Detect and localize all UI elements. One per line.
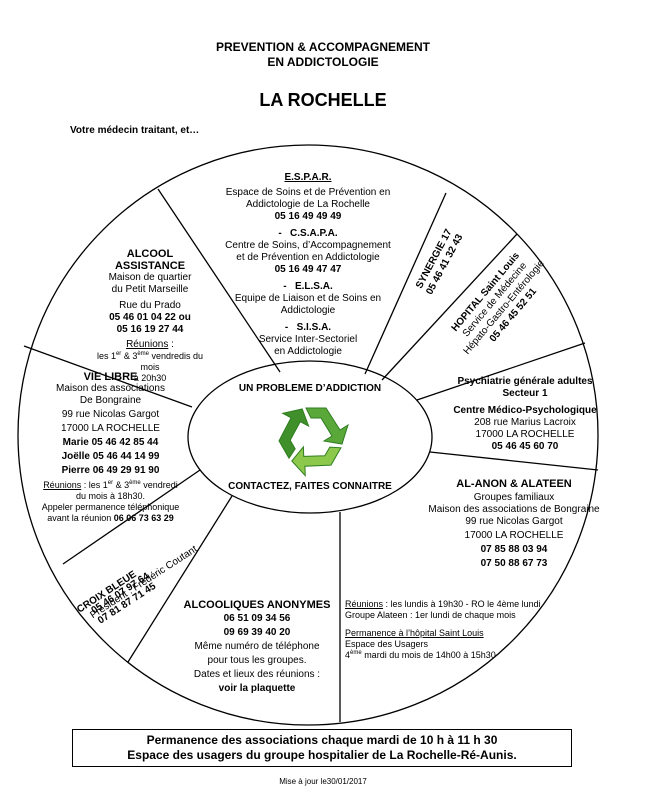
alcool-name2: ASSISTANCE [114,260,186,272]
center-top-text: UN PROBLEME D’ADDICTION [238,383,382,394]
spoke-espar-left [157,188,281,373]
alcool-phone1: 05 46 01 04 22 ou [109,312,191,323]
psy-section: Psychiatrie générale adultes Secteur 1 C… [440,376,610,453]
vielibre-line3: 99 rue Nicolas Gargot [61,409,160,420]
alanon-perm-line3: 4ème mardi du mois de 14h00 à 15h30 [345,650,496,660]
vielibre-pierre: Pierre 06 49 29 91 90 [61,465,160,476]
aa-section: ALCOOLIQUES ANONYMES 06 51 09 34 56 09 6… [172,599,342,695]
psy-addr1: 208 rue Marius Lacroix [474,417,576,428]
alcool-line2: du Petit Marseille [111,284,189,295]
aa-line1: Même numéro de téléphone [194,641,320,652]
elsa-line2: Addictologie [280,305,336,316]
csapa-phone: 05 16 49 47 47 [274,264,342,275]
alanon-reunions-line2: Groupe Alateen : 1er lundi de chaque moi… [345,610,516,620]
spoke-synergie-hopital [381,233,518,381]
espar-desc1: Espace de Soins et de Prévention en [225,187,391,198]
alanon-phone1: 07 85 88 03 94 [480,544,548,555]
spoke-psy-alanon [429,451,599,471]
espar-phone: 05 16 49 49 49 [274,211,342,222]
spoke-croix-vielibre [62,469,201,565]
elsa-name: - E.L.S.A. [283,281,333,292]
footer-box: Permanence des associations chaque mardi… [72,729,572,767]
sisa-line2: en Addictologie [274,346,342,357]
espar-name: E.S.P.A.R. [284,172,332,183]
alcool-section: ALCOOL ASSISTANCE Maison de quartier du … [78,248,222,384]
alanon-line4: 17000 LA ROCHELLE [464,530,564,541]
alcool-reunions-line1: les 1er & 3ème vendredis du [96,351,204,361]
vielibre-section: VIE LIBRE Maison des associations De Bon… [28,371,193,524]
vielibre-reunions-line2: du mois à 18h30. [75,491,146,501]
alcool-reunions-label: Réunions : [126,339,174,350]
alanon-line1: Groupes familiaux [473,492,555,503]
city-title: LA ROCHELLE [259,90,387,110]
aa-line2: pour tous les groupes. [207,655,307,666]
center-bottom-text: CONTACTEZ, FAITES CONNAITRE [228,481,392,492]
csapa-line1: Centre de Soins, d’Accompagnement [225,240,391,251]
vielibre-marie: Marie 05 46 42 85 44 [62,437,159,448]
title-line2: EN ADDICTOLOGIE [267,55,379,69]
alcool-line3: Rue du Prado [119,300,181,311]
outer-circle [17,144,599,726]
recycle-icon [278,407,349,478]
footer-line1: Permanence des associations chaque mardi… [146,733,498,747]
psy-line3: Centre Médico-Psychologique [453,405,597,416]
espar-desc2: Addictologie de La Rochelle [246,199,370,210]
alcool-reunions-line2: mois [140,362,160,372]
update-date: Mise à jour le30/01/2017 [279,777,367,786]
vielibre-perm-line1: Appeler permanence téléphonique [41,502,180,512]
elsa-line1: Equipe de Liaison et de Soins en [234,293,382,304]
alanon-reunions-line1: Réunions : les lundis à 19h30 - RO le 4è… [345,599,541,609]
vielibre-line4: 17000 LA ROCHELLE [61,423,160,434]
alanon-perm-line2: Espace des Usagers [345,639,429,649]
sisa-line1: Service Inter-Sectoriel [258,334,358,345]
spoke-vielibre-alcool [23,345,193,408]
aa-name: ALCOOLIQUES ANONYMES [183,599,331,611]
title-line1: PREVENTION & ACCOMPAGNEMENT [215,40,430,54]
spoke-hopital-psy [416,342,586,401]
inner-ellipse [187,360,433,514]
spoke-aa-croix [127,495,233,663]
psy-phone: 05 46 45 60 70 [491,441,559,452]
psy-line1: Psychiatrie générale adultes [457,376,593,387]
vielibre-line1: Maison des associations [56,383,165,394]
alcool-reunions-line3: à 20h30 [133,373,167,383]
alcool-phone2: 05 16 19 27 44 [116,324,184,335]
alcool-name1: ALCOOL [126,248,174,260]
sisa-name: - S.I.S.A. [284,322,332,333]
vielibre-perm-line2: avant la réunion 06 06 73 63 29 [47,513,174,523]
alcool-line1: Maison de quartier [108,272,192,283]
alanon-line2: Maison des associations de Bongraine [428,504,600,515]
aa-phone2: 09 69 39 40 20 [223,627,291,638]
aa-phone1: 06 51 09 34 56 [223,613,291,624]
aa-line4: voir la plaquette [218,683,296,694]
alanon-name: AL-ANON & ALATEEN [456,478,572,490]
alanon-perm-label: Permanence à l’hôpital Saint Louis [345,628,484,638]
csapa-line2: et de Prévention en Addictologie [236,252,380,263]
spoke-espar-right [364,192,447,375]
psy-addr2: 17000 LA ROCHELLE [475,429,575,440]
alanon-section: AL-ANON & ALATEEN Groupes familiaux Mais… [398,478,630,570]
psy-line2: Secteur 1 [502,388,548,399]
vielibre-name: VIE LIBRE [83,371,138,383]
alanon-line3: 99 rue Nicolas Gargot [465,516,563,527]
aa-line3: Dates et lieux des réunions : [193,669,321,680]
vielibre-joelle: Joëlle 05 46 44 14 99 [61,451,160,462]
alanon-reunions: Réunions : les lundis à 19h30 - RO le 4è… [345,599,585,661]
espar-section: E.S.P.A.R. Espace de Soins et de Prévent… [208,172,408,358]
footer-line2: Espace des usagers du groupe hospitalier… [127,748,517,762]
alanon-phone2: 07 50 88 67 73 [480,558,548,569]
csapa-name: - C.S.A.P.A. [278,228,338,239]
header-title: PREVENTION & ACCOMPAGNEMENT EN ADDICTOLO… [0,40,646,70]
vielibre-line2: De Bongraine [79,395,142,406]
intro-text: Votre médecin traitant, et… [70,125,200,136]
vielibre-reunions: Réunions : les 1er & 3ème vendredi [43,480,178,490]
